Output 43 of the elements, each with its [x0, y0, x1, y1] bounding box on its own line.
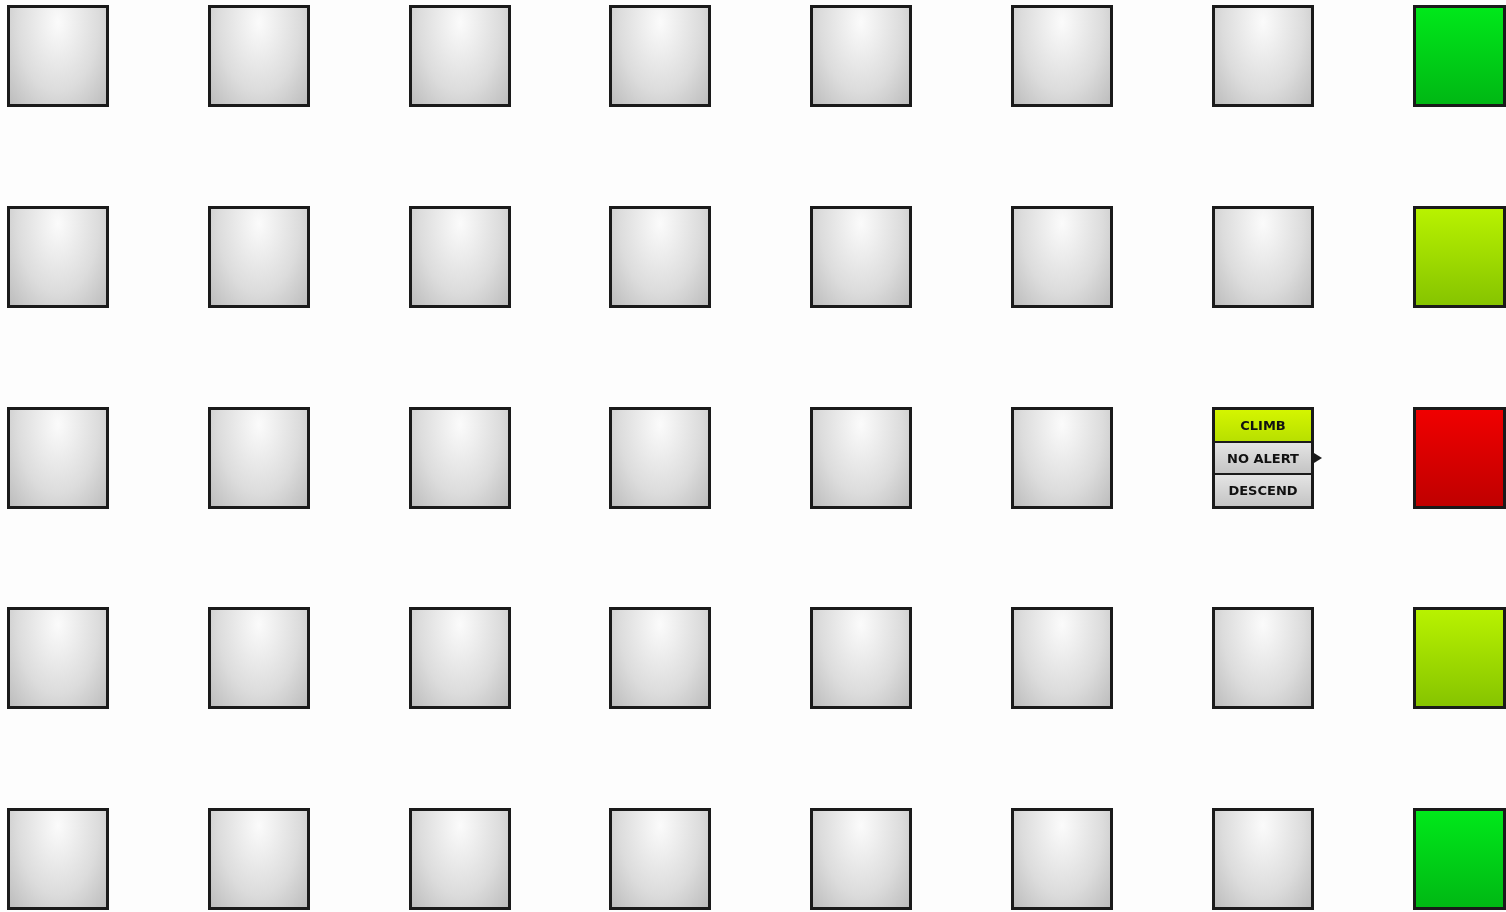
status-square: [1413, 206, 1506, 308]
option-menu: [1212, 407, 1314, 509]
menu-option: CLIMB: [1215, 410, 1311, 441]
square-tile: [609, 5, 711, 107]
square-tile: [208, 5, 310, 107]
menu-option: DESCEND: [1215, 475, 1311, 506]
status-square: [1413, 607, 1506, 709]
square-tile: [810, 407, 912, 509]
status-square: [1413, 407, 1506, 509]
square-tile: [1212, 808, 1314, 910]
square-tile: [1011, 607, 1113, 709]
square-tile: [7, 206, 109, 308]
square-tile: [1011, 206, 1113, 308]
square-tile: [609, 206, 711, 308]
square-tile: [609, 808, 711, 910]
square-tile: [1011, 5, 1113, 107]
square-tile: [7, 607, 109, 709]
square-tile: [409, 5, 511, 107]
square-tile: [609, 607, 711, 709]
status-square: [1413, 5, 1506, 107]
square-tile: [1212, 206, 1314, 308]
square-tile: [1011, 808, 1113, 910]
square-tile: [7, 808, 109, 910]
square-tile: [7, 407, 109, 509]
square-tile: [7, 5, 109, 107]
square-tile: [810, 206, 912, 308]
square-tile: [810, 5, 912, 107]
square-tile: [409, 607, 511, 709]
square-tile: [409, 206, 511, 308]
square-tile: [208, 206, 310, 308]
square-tile: [810, 808, 912, 910]
menu-option: NO ALERT: [1215, 442, 1311, 474]
square-tile: [810, 607, 912, 709]
status-square: [1413, 808, 1506, 910]
square-tile: [409, 407, 511, 509]
square-tile: [208, 607, 310, 709]
square-tile: [609, 407, 711, 509]
square-tile: [208, 808, 310, 910]
square-tile: [208, 407, 310, 509]
square-tile: [1011, 407, 1113, 509]
square-tile: [409, 808, 511, 910]
square-tile: [1212, 5, 1314, 107]
square-tile: [1212, 607, 1314, 709]
